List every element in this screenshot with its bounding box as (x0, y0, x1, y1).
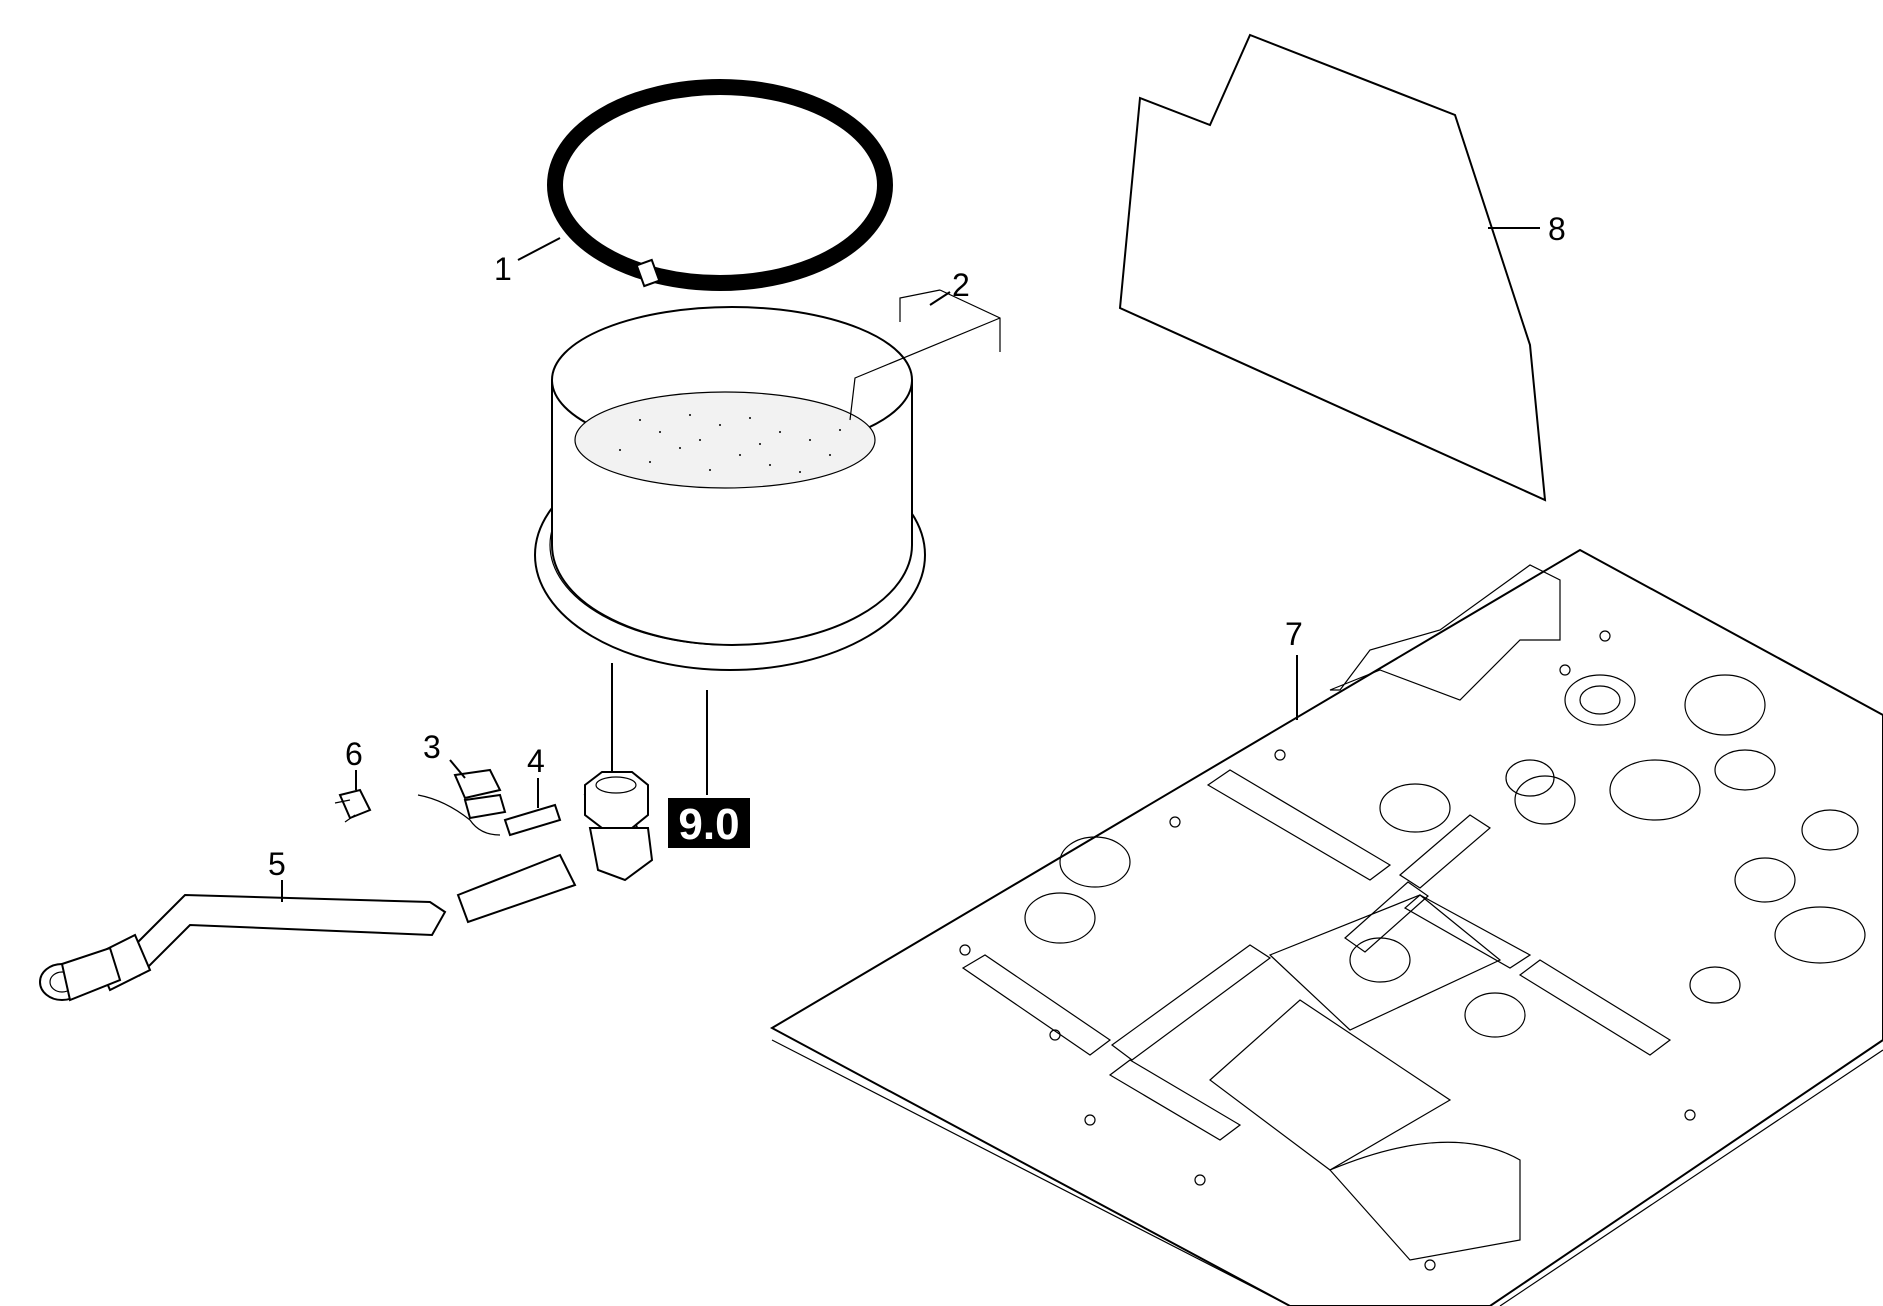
callout-7: 7 (1285, 616, 1303, 652)
callout-1: 1 (494, 251, 512, 287)
base-plate (769, 548, 1883, 1306)
filter-mesh-texture (619, 414, 841, 473)
sealing-ring (547, 79, 893, 291)
cover-sheet (1118, 33, 1547, 502)
leader-line-1 (517, 237, 561, 261)
callout-5: 5 (268, 846, 286, 882)
section-badge-label: 9.0 (678, 800, 739, 849)
leader-line-3 (449, 759, 466, 779)
filter-pot (534, 306, 926, 671)
union-nut-elbow (584, 663, 654, 882)
callout-4: 4 (527, 743, 545, 779)
retaining-bracket (417, 768, 507, 836)
leader-line-2 (849, 289, 1001, 421)
callout-8: 8 (1548, 211, 1566, 247)
callout-3: 3 (423, 729, 441, 765)
hose-clamp (334, 788, 372, 823)
hose-sleeve (503, 803, 562, 837)
section-badge (668, 798, 750, 848)
callout-2: 2 (952, 267, 970, 303)
callout-6: 6 (345, 736, 363, 772)
